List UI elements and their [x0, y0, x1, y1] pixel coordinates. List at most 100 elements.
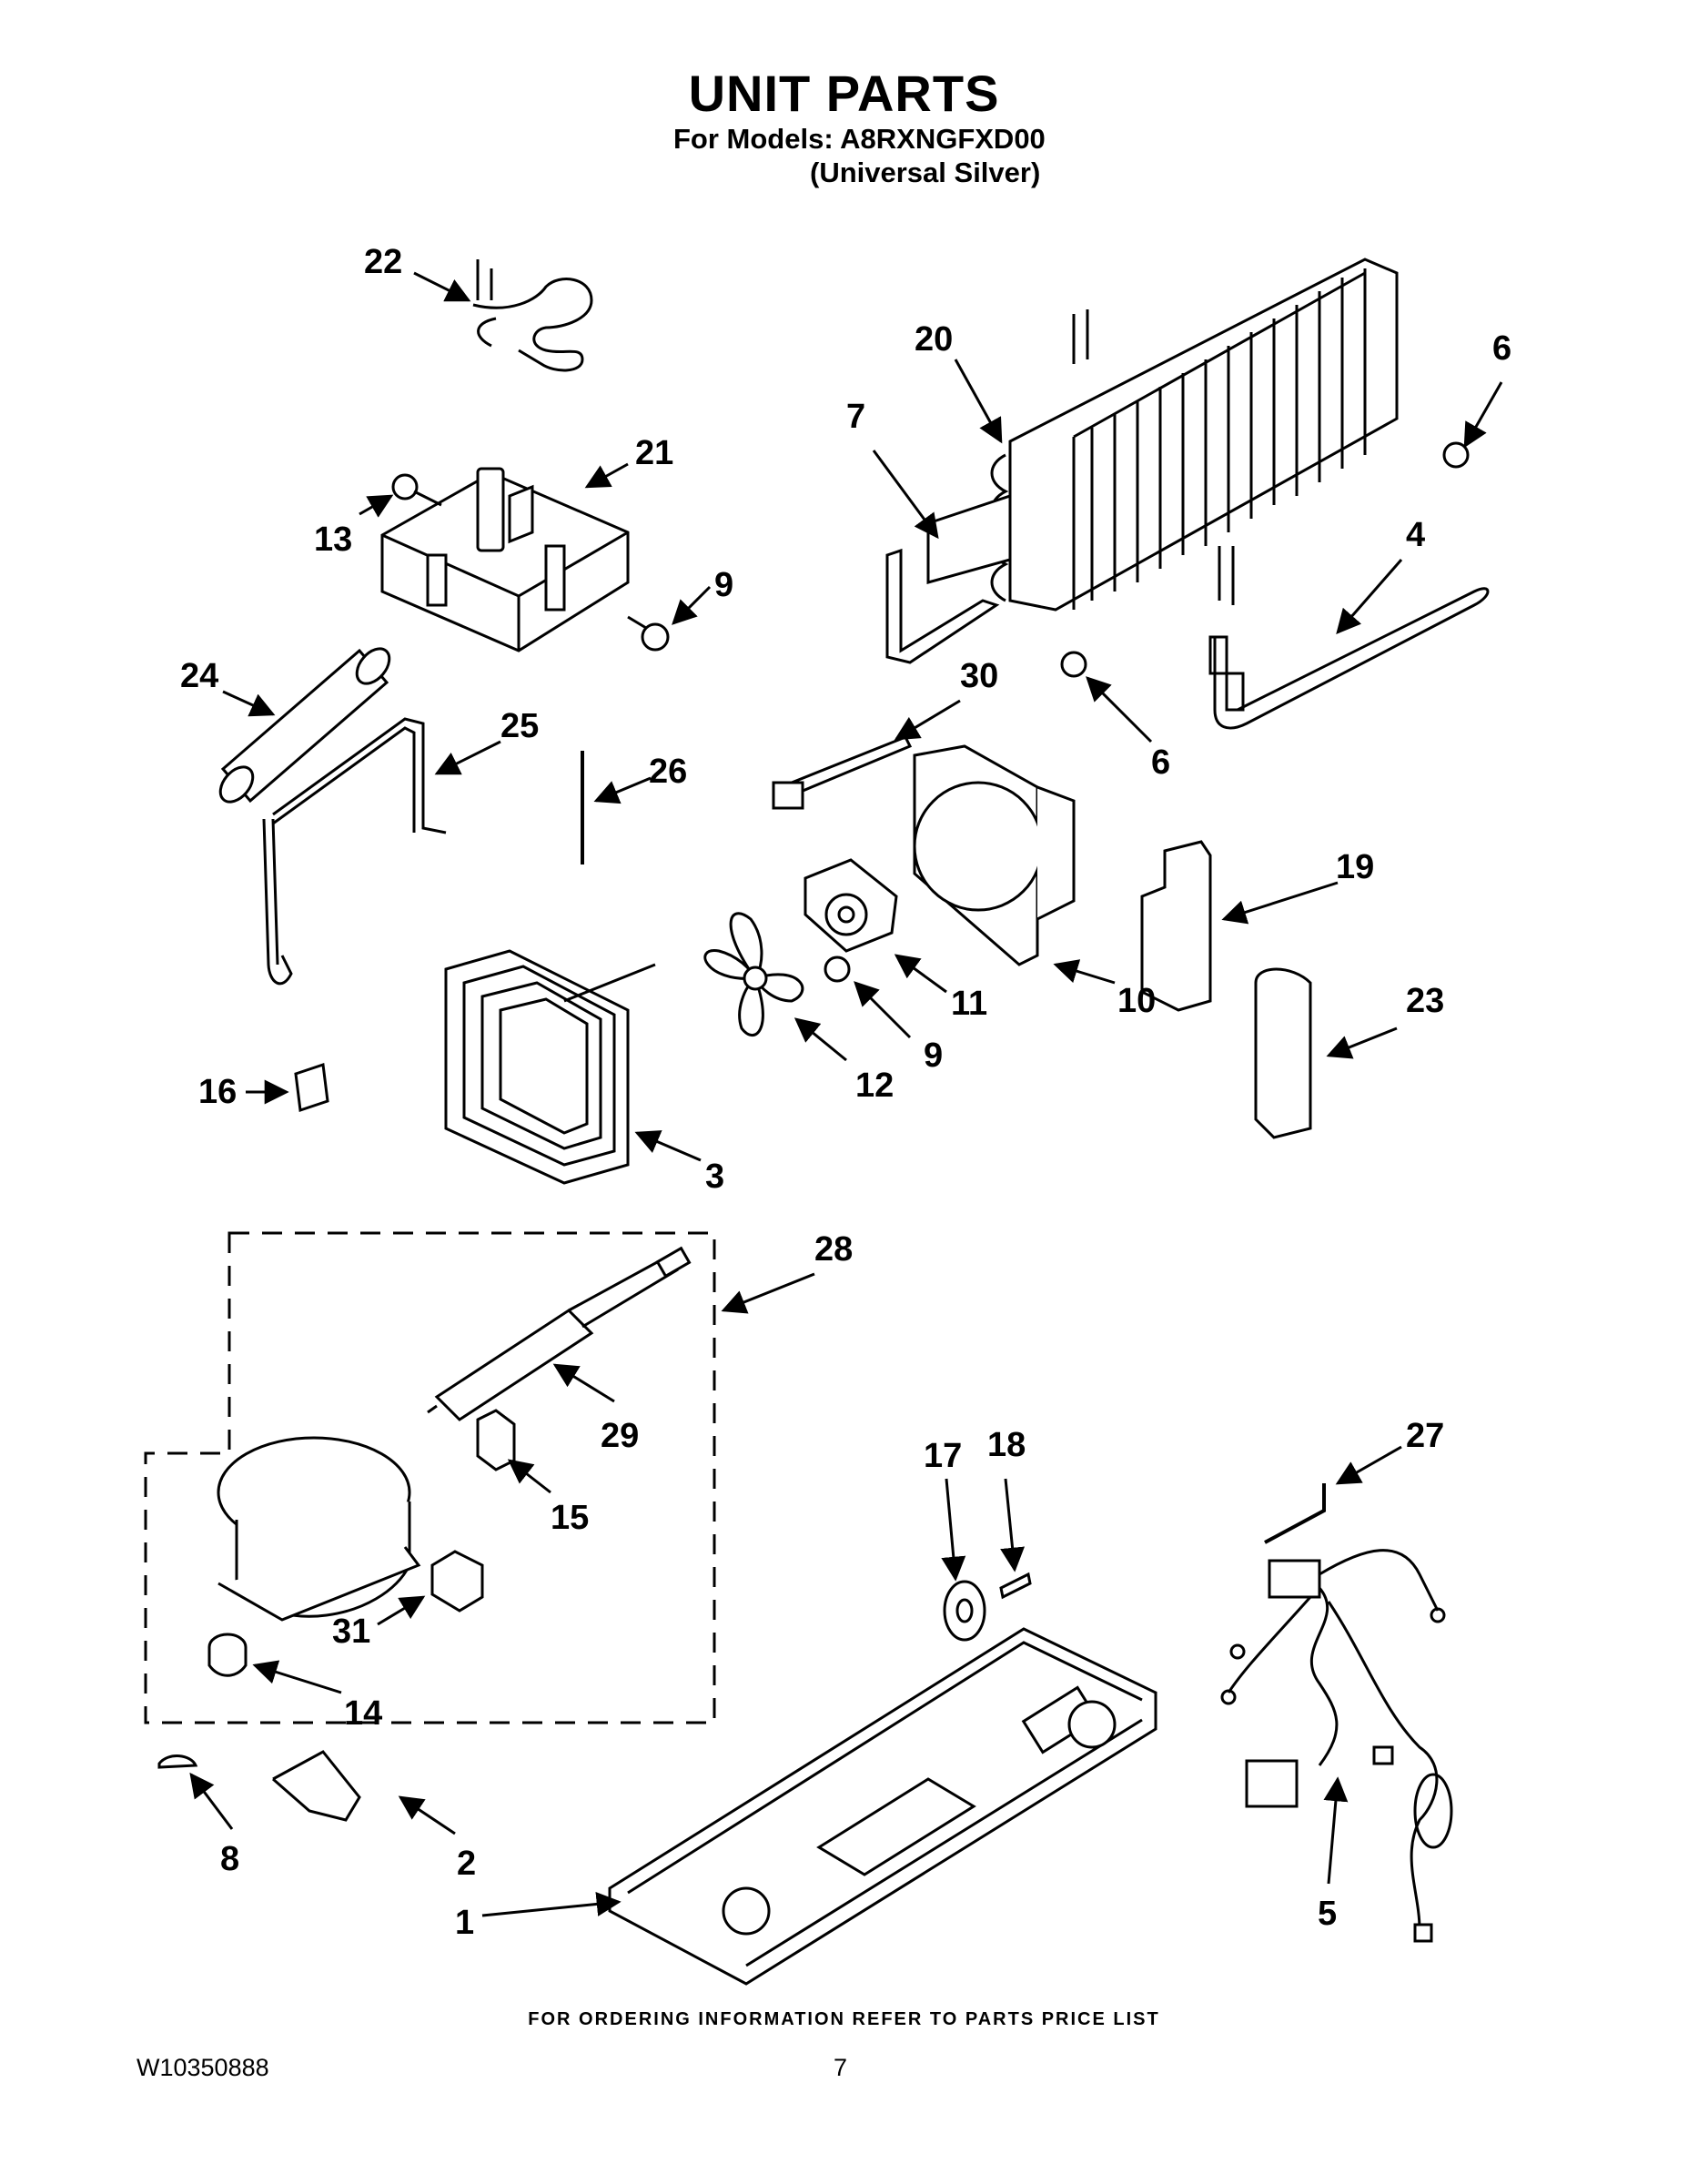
part-1-baseplate	[608, 1627, 1157, 1986]
part-3-condenser	[444, 949, 656, 1185]
arrow-18	[1000, 1478, 1026, 1572]
callout-16: 16	[198, 1073, 237, 1111]
part-20-evaporator	[990, 258, 1399, 612]
part-9-screw-upper	[627, 615, 670, 652]
part-30-tie	[772, 735, 913, 810]
part-8-clip	[157, 1754, 198, 1769]
part-12-blade	[703, 912, 804, 1037]
arrow-21	[584, 462, 629, 489]
arrow-24	[222, 690, 276, 717]
arrow-23	[1326, 1026, 1398, 1059]
models-line: For Models: A8RXNGFXD00	[673, 123, 1046, 155]
callout-5: 5	[1318, 1895, 1337, 1933]
arrow-6a	[1463, 381, 1503, 449]
part-25-tubing	[262, 717, 447, 986]
arrow-14	[252, 1660, 342, 1694]
page-title: UNIT PARTS	[688, 65, 1000, 122]
arrow-20	[954, 359, 1003, 444]
part-27-tube	[1264, 1483, 1326, 1544]
part-21-drawing	[380, 467, 630, 652]
variant-line: (Universal Silver)	[810, 157, 1041, 188]
arrow-10	[1053, 959, 1116, 985]
arrow-29	[552, 1363, 615, 1403]
callout-14: 14	[344, 1694, 382, 1733]
arrow-8	[189, 1772, 234, 1830]
callout-2: 2	[457, 1845, 476, 1883]
part-6-screws	[1060, 441, 1470, 678]
callout-25: 25	[500, 707, 539, 745]
callout-24: 24	[180, 657, 218, 695]
arrow-25	[434, 740, 501, 775]
callout-8: 8	[220, 1840, 239, 1878]
callout-6b: 6	[1151, 743, 1170, 782]
arrow-30	[894, 699, 961, 741]
callout-18: 18	[987, 1426, 1026, 1464]
part-13-screw	[391, 473, 442, 507]
arrow-22	[413, 271, 471, 302]
arrow-4	[1336, 559, 1403, 635]
callout-22: 22	[364, 243, 402, 281]
part-19-foam	[1140, 840, 1212, 1012]
arrow-3	[634, 1130, 702, 1162]
part-4-heater	[1208, 546, 1490, 730]
document-number: W10350888	[136, 2054, 269, 2081]
compressor-drawing	[217, 1436, 421, 1622]
part-2-bracket	[272, 1750, 361, 1822]
arrow-9b	[854, 981, 912, 1039]
part-14-grommet	[207, 1633, 248, 1677]
arrow-28	[721, 1272, 815, 1314]
part-23-foam	[1254, 967, 1312, 1139]
callout-11: 11	[951, 985, 987, 1023]
part-10-shroud	[913, 744, 1076, 966]
callout-19: 19	[1336, 848, 1374, 886]
part-18-pin	[999, 1572, 1032, 1600]
part-24-tube	[218, 647, 391, 804]
callout-26: 26	[649, 753, 687, 791]
arrow-13	[359, 494, 394, 518]
callout-7: 7	[846, 398, 865, 436]
callout-29: 29	[601, 1417, 639, 1455]
part-17-roller	[943, 1580, 986, 1642]
arrow-1	[481, 1891, 622, 1917]
callout-12: 12	[855, 1067, 894, 1105]
part-11-motor	[804, 858, 898, 953]
callout-9b: 9	[924, 1036, 943, 1075]
callout-3: 3	[705, 1158, 724, 1196]
part-7-trough	[885, 493, 1012, 664]
callout-13: 13	[314, 521, 352, 559]
callout-30: 30	[960, 657, 998, 695]
callout-9a: 9	[714, 566, 733, 604]
part-16-clip	[294, 1062, 329, 1113]
arrow-27	[1335, 1445, 1402, 1485]
ordering-note: FOR ORDERING INFORMATION REFER TO PARTS …	[528, 2009, 1160, 2029]
callout-27: 27	[1406, 1417, 1444, 1455]
compressor-kit-box	[144, 1231, 716, 1724]
arrow-26	[593, 776, 652, 804]
callout-15: 15	[551, 1499, 589, 1537]
arrow-17	[941, 1478, 966, 1582]
callout-21: 21	[635, 434, 673, 472]
arrow-6b	[1086, 676, 1153, 743]
arrow-11	[894, 954, 947, 994]
arrow-31	[377, 1595, 426, 1626]
arrow-15	[507, 1459, 551, 1494]
callout-28: 28	[814, 1230, 853, 1269]
callout-10: 10	[1117, 982, 1156, 1020]
page-number: 7	[834, 2054, 848, 2081]
arrow-5	[1323, 1776, 1349, 1885]
arrow-9a	[672, 585, 712, 625]
callout-17: 17	[924, 1437, 962, 1475]
part-22-drawing	[472, 259, 593, 372]
part-31-capacitor	[430, 1550, 484, 1613]
part-5-harness	[1220, 1549, 1453, 1943]
arrow-7	[872, 450, 939, 540]
leader-arrows	[189, 271, 1503, 1917]
callout-1: 1	[455, 1904, 474, 1942]
callout-labels: 22 21 13 9 20 7 6 4 6 30 24 25 26 19 11 …	[180, 243, 1511, 1942]
part-15-relay	[476, 1409, 516, 1471]
callout-31: 31	[332, 1613, 370, 1651]
callout-23: 23	[1406, 982, 1444, 1020]
part-9-screw-lower	[824, 956, 851, 983]
arrow-19	[1221, 881, 1339, 925]
